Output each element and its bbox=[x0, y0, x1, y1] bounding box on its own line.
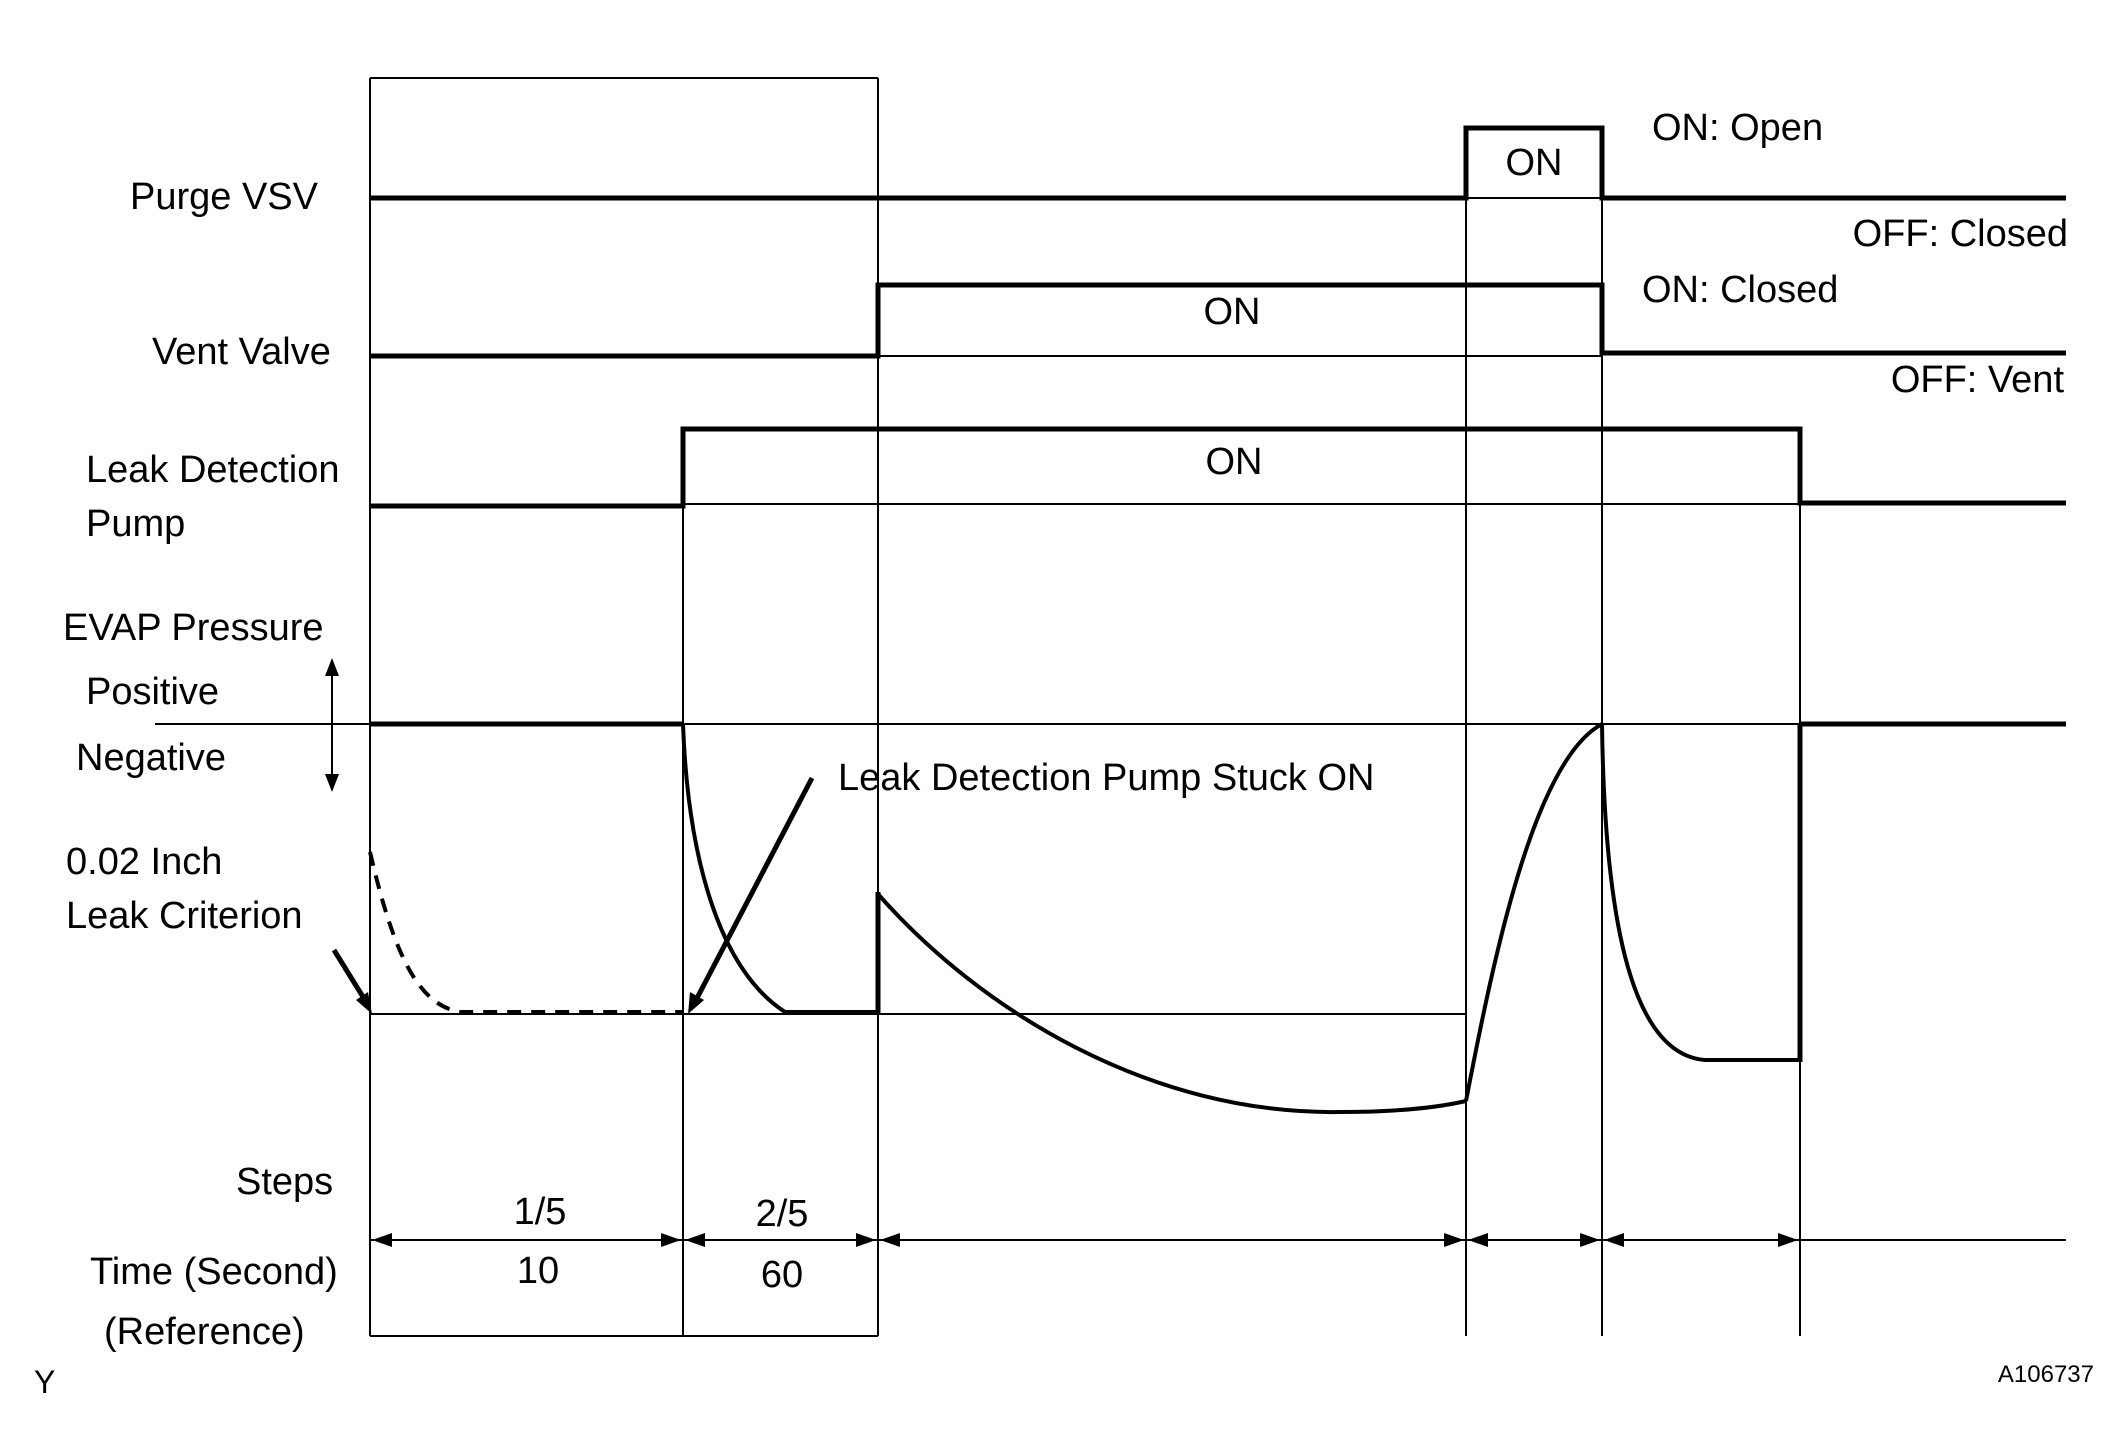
timeline-arrows bbox=[370, 1233, 2066, 1247]
pump-stuck-arrow bbox=[688, 776, 815, 1014]
step-1-label: 1/5 bbox=[514, 1191, 567, 1233]
purge-vsv-label: Purge VSV bbox=[130, 176, 319, 218]
negative-label: Negative bbox=[76, 737, 226, 779]
evap-pressure-trace bbox=[155, 721, 2066, 1115]
evap-pressure-label: EVAP Pressure bbox=[63, 607, 324, 649]
vent-off-desc: OFF: Vent bbox=[1891, 359, 2065, 401]
step-2-label: 2/5 bbox=[756, 1193, 809, 1235]
leak-pump-label-line1: Leak Detection bbox=[86, 449, 340, 491]
pump-on-label: ON bbox=[1206, 441, 1263, 483]
purge-on-label: ON bbox=[1506, 142, 1563, 184]
leak-criterion-arrow bbox=[331, 948, 372, 1014]
positive-label: Positive bbox=[86, 671, 219, 713]
vent-on-label: ON bbox=[1204, 291, 1261, 333]
vent-valve-label: Vent Valve bbox=[152, 331, 331, 373]
corner-mark-left: Y bbox=[34, 1364, 55, 1400]
figure-code: A106737 bbox=[1998, 1361, 2094, 1388]
purge-on-desc: ON: Open bbox=[1652, 107, 1823, 149]
purge-off-desc: OFF: Closed bbox=[1853, 213, 2068, 255]
purge-vsv-signal bbox=[370, 125, 2066, 201]
vertical-guides bbox=[369, 77, 1801, 1337]
leak-criterion-line1: 0.02 Inch bbox=[66, 841, 222, 883]
leak-criterion-line2: Leak Criterion bbox=[66, 895, 303, 937]
reference-label: (Reference) bbox=[104, 1311, 305, 1353]
pump-stuck-label: Leak Detection Pump Stuck ON bbox=[838, 757, 1374, 799]
time-label: Time (Second) bbox=[90, 1251, 338, 1293]
time-2-label: 60 bbox=[761, 1254, 803, 1296]
vent-valve-signal bbox=[370, 282, 2066, 359]
leak-detection-pump-signal bbox=[370, 426, 2066, 509]
pressure-direction-arrow bbox=[325, 658, 339, 792]
leak-pump-label-line2: Pump bbox=[86, 503, 185, 545]
steps-label: Steps bbox=[236, 1161, 333, 1203]
time-1-label: 10 bbox=[517, 1250, 559, 1292]
vent-on-desc: ON: Closed bbox=[1642, 269, 1838, 311]
